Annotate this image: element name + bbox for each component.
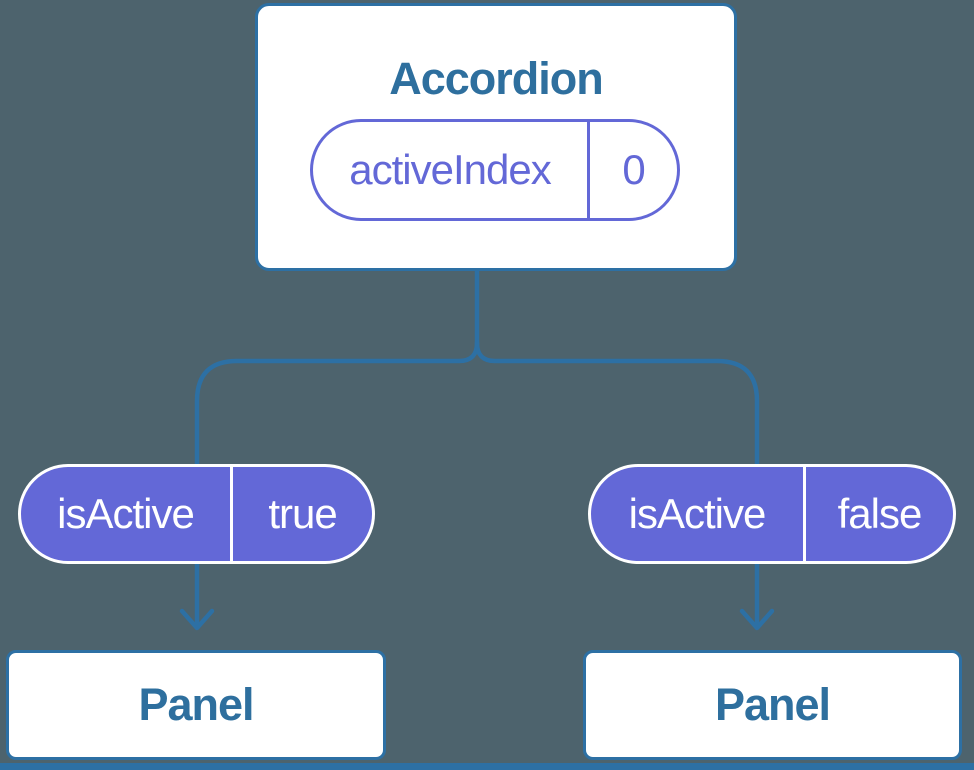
prop-value-label: false [803,467,953,561]
left-branch-line [194,268,480,628]
prop-name-label: isActive [57,490,195,537]
panel-node-title: Panel [138,679,254,730]
is-active-false-pill: isActive false [588,464,956,564]
prop-value-label: true [230,467,372,561]
prop-name-label: isActive [628,490,767,537]
is-active-true-pill: isActive true [18,464,375,564]
right-arrow-down-icon [739,608,775,631]
panel-node-card-right: Panel [583,650,962,760]
accordion-node-card: Accordion activeIndex 0 [255,3,737,271]
prop-name-label: activeIndex [349,146,551,193]
panel-node-title: Panel [714,679,831,730]
bottom-edge-bar [0,763,974,770]
left-arrow-down-icon [179,608,215,631]
panel-node-card-left: Panel [6,650,386,760]
right-branch-line [474,340,760,628]
accordion-node-title: Accordion [389,53,604,104]
prop-value-label: 0 [587,122,677,218]
active-index-prop-pill: activeIndex 0 [310,119,680,221]
